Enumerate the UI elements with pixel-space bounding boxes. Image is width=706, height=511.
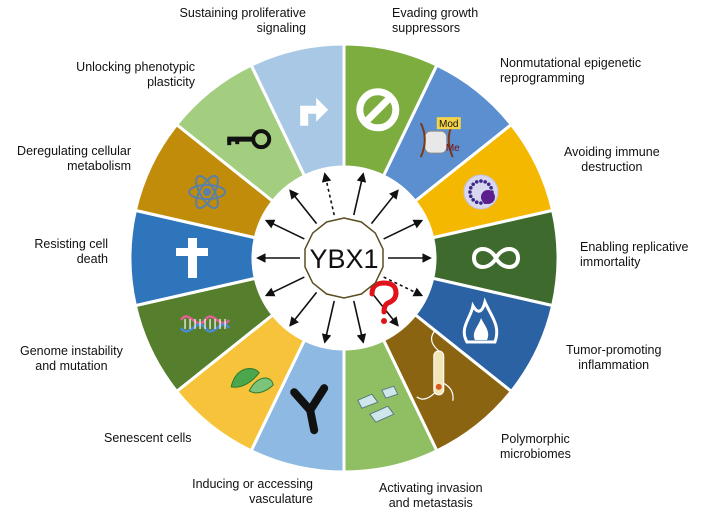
label-senescent: Senescent cells xyxy=(104,431,192,445)
arrow-to-inflammation xyxy=(383,276,424,297)
arrow-to-senescent xyxy=(289,291,318,327)
cross-icon xyxy=(176,238,208,278)
bacterium-icon xyxy=(416,330,454,401)
key-icon xyxy=(227,129,272,150)
center-node xyxy=(304,217,384,299)
arrow-to-genome xyxy=(264,276,305,297)
segment-wedges xyxy=(128,42,560,474)
arrow-to-immune xyxy=(383,219,424,240)
svg-text:Me: Me xyxy=(446,143,460,154)
flame-icon xyxy=(462,297,499,344)
arrow-right-up-icon xyxy=(300,97,329,126)
atom-icon xyxy=(188,175,227,210)
leaves-icon xyxy=(230,367,274,394)
question-mark-icon xyxy=(369,280,399,324)
dna-icon xyxy=(180,315,231,333)
arrow-to-evading xyxy=(353,172,367,216)
arrow-to-metabolism xyxy=(264,219,305,240)
infinity-icon xyxy=(471,247,521,269)
arrow-to-invasion xyxy=(353,300,367,344)
immune-cell-icon xyxy=(463,174,499,210)
migrating-cells-icon xyxy=(357,385,399,423)
arrow-to-epigenetic xyxy=(370,189,399,225)
prohibited-icon xyxy=(356,88,400,132)
arrow-to-vasculature xyxy=(321,300,335,344)
segment-plasticity xyxy=(174,63,307,204)
center-arrows xyxy=(256,172,432,344)
center-label: YBX1 xyxy=(309,244,378,274)
vessel-branch-icon xyxy=(290,384,329,435)
arrow-to-plasticity xyxy=(289,189,318,225)
arrow-to-sustaining xyxy=(321,172,335,216)
svg-text:Mod: Mod xyxy=(439,119,458,130)
